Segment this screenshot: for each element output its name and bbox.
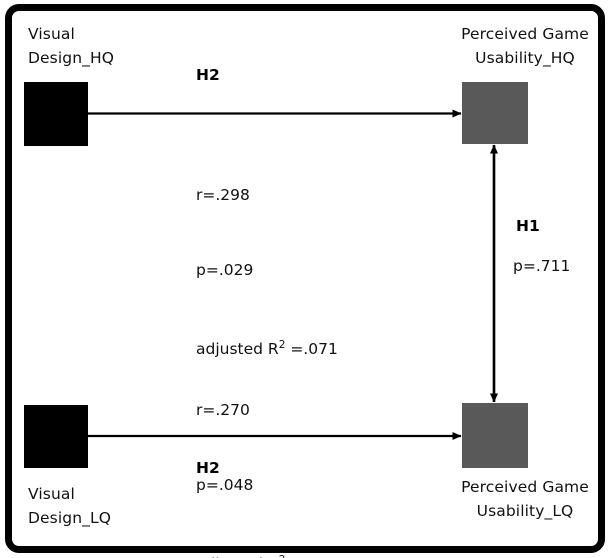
edge-lq-hypothesis-label: H2	[196, 459, 220, 477]
edge-hq-stats: r=.298 p=.029 adjusted R2 =.071	[196, 133, 338, 412]
adjusted-r2-exponent: 2	[279, 554, 286, 558]
edge-hq-stat-adjusted-r2: adjusted R2 =.071	[196, 333, 338, 362]
edge-lq-stat-r: r=.270	[196, 401, 250, 419]
node-box-perceived-game-usability-lq[interactable]	[462, 403, 528, 468]
adjusted-r2-prefix: adjusted R	[196, 340, 279, 359]
node-box-perceived-game-usability-hq[interactable]	[462, 82, 528, 144]
node-box-visual-design-hq[interactable]	[24, 82, 88, 146]
adjusted-r2-value: =.055	[285, 555, 338, 558]
edge-hq-stat-r: r=.298	[196, 186, 250, 204]
edge-h1-hypothesis-label: H1	[516, 217, 540, 235]
node-label-line2: Usability_HQ	[475, 49, 575, 67]
adjusted-r2-prefix: adjusted R	[196, 555, 279, 558]
node-label-line2: Design_LQ	[28, 509, 112, 527]
edge-lq-stat-p: p=.048	[196, 476, 254, 494]
node-label-line1: Visual	[28, 485, 75, 503]
node-label-line2: Usability_LQ	[476, 502, 574, 520]
node-label-line1: Perceived Game	[461, 25, 589, 43]
adjusted-r2-value: =.071	[285, 340, 338, 359]
edge-hq-hypothesis-label: H2	[196, 66, 220, 84]
node-box-visual-design-lq[interactable]	[24, 405, 88, 468]
adjusted-r2-exponent: 2	[278, 339, 286, 351]
edge-lq-stat-adjusted-r2: adjusted R2 =.055	[196, 548, 338, 558]
node-label-line1: Visual	[28, 25, 75, 43]
node-label-line2: Design_HQ	[28, 49, 115, 67]
edge-hq-stat-p: p=.029	[196, 261, 254, 279]
node-label-line1: Perceived Game	[461, 478, 589, 496]
edge-h1-stat-p: p=.711	[513, 257, 571, 275]
edge-lq-stats: r=.270 p=.048 adjusted R2 =.055	[196, 348, 338, 558]
